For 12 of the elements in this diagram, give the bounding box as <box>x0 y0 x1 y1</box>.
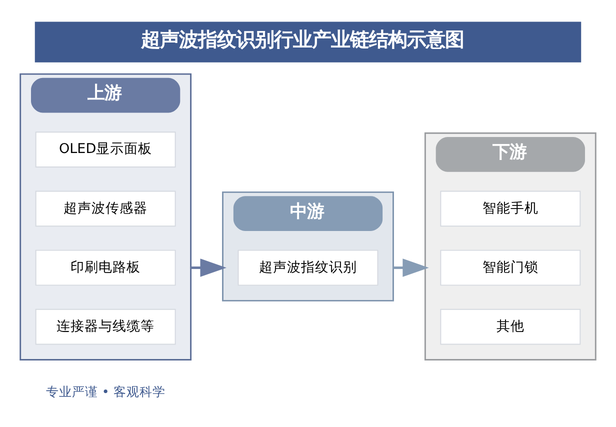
diagram-title: 超声波指纹识别行业产业链结构示意图 <box>140 27 464 50</box>
node-box: 其他 <box>440 308 581 344</box>
arrow <box>393 258 429 276</box>
node-box: 印刷电路板 <box>35 249 176 286</box>
node-box: 连接器与线缆等 <box>35 308 176 344</box>
arrow <box>190 258 226 276</box>
node-box: 超声波指纹识别 <box>238 249 378 286</box>
node-box: 智能手机 <box>440 190 581 226</box>
node-box: OLED显示面板 <box>35 131 176 168</box>
node-box: 超声波传感器 <box>35 190 176 226</box>
node-box: 智能门锁 <box>440 249 581 286</box>
label: 专业严谨 • 客观科学 <box>46 383 166 398</box>
